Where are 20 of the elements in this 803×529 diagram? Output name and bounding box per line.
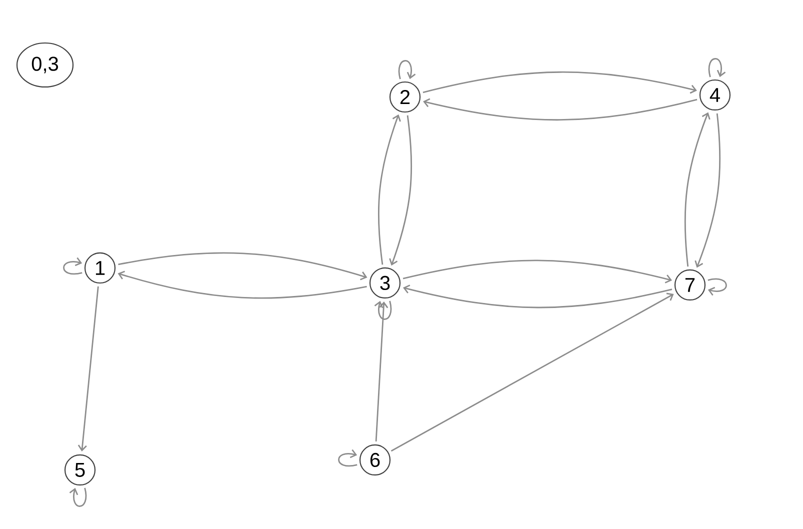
arrow [423, 98, 698, 121]
arrow [118, 270, 367, 299]
arrow [684, 112, 710, 267]
arrow [390, 292, 674, 452]
arrow [389, 115, 412, 266]
arrow [78, 286, 99, 452]
arrow [338, 449, 358, 467]
arrow [378, 114, 401, 265]
arrow [402, 284, 672, 308]
arrow [375, 302, 388, 442]
arrow [402, 260, 672, 284]
arrow [708, 278, 727, 296]
arrow [69, 488, 87, 507]
arrow [118, 252, 368, 280]
arrow [374, 300, 392, 320]
arrow [708, 58, 726, 78]
arrow [422, 71, 697, 94]
arrow [398, 60, 416, 80]
arrow [63, 257, 82, 275]
arrow [694, 113, 721, 268]
